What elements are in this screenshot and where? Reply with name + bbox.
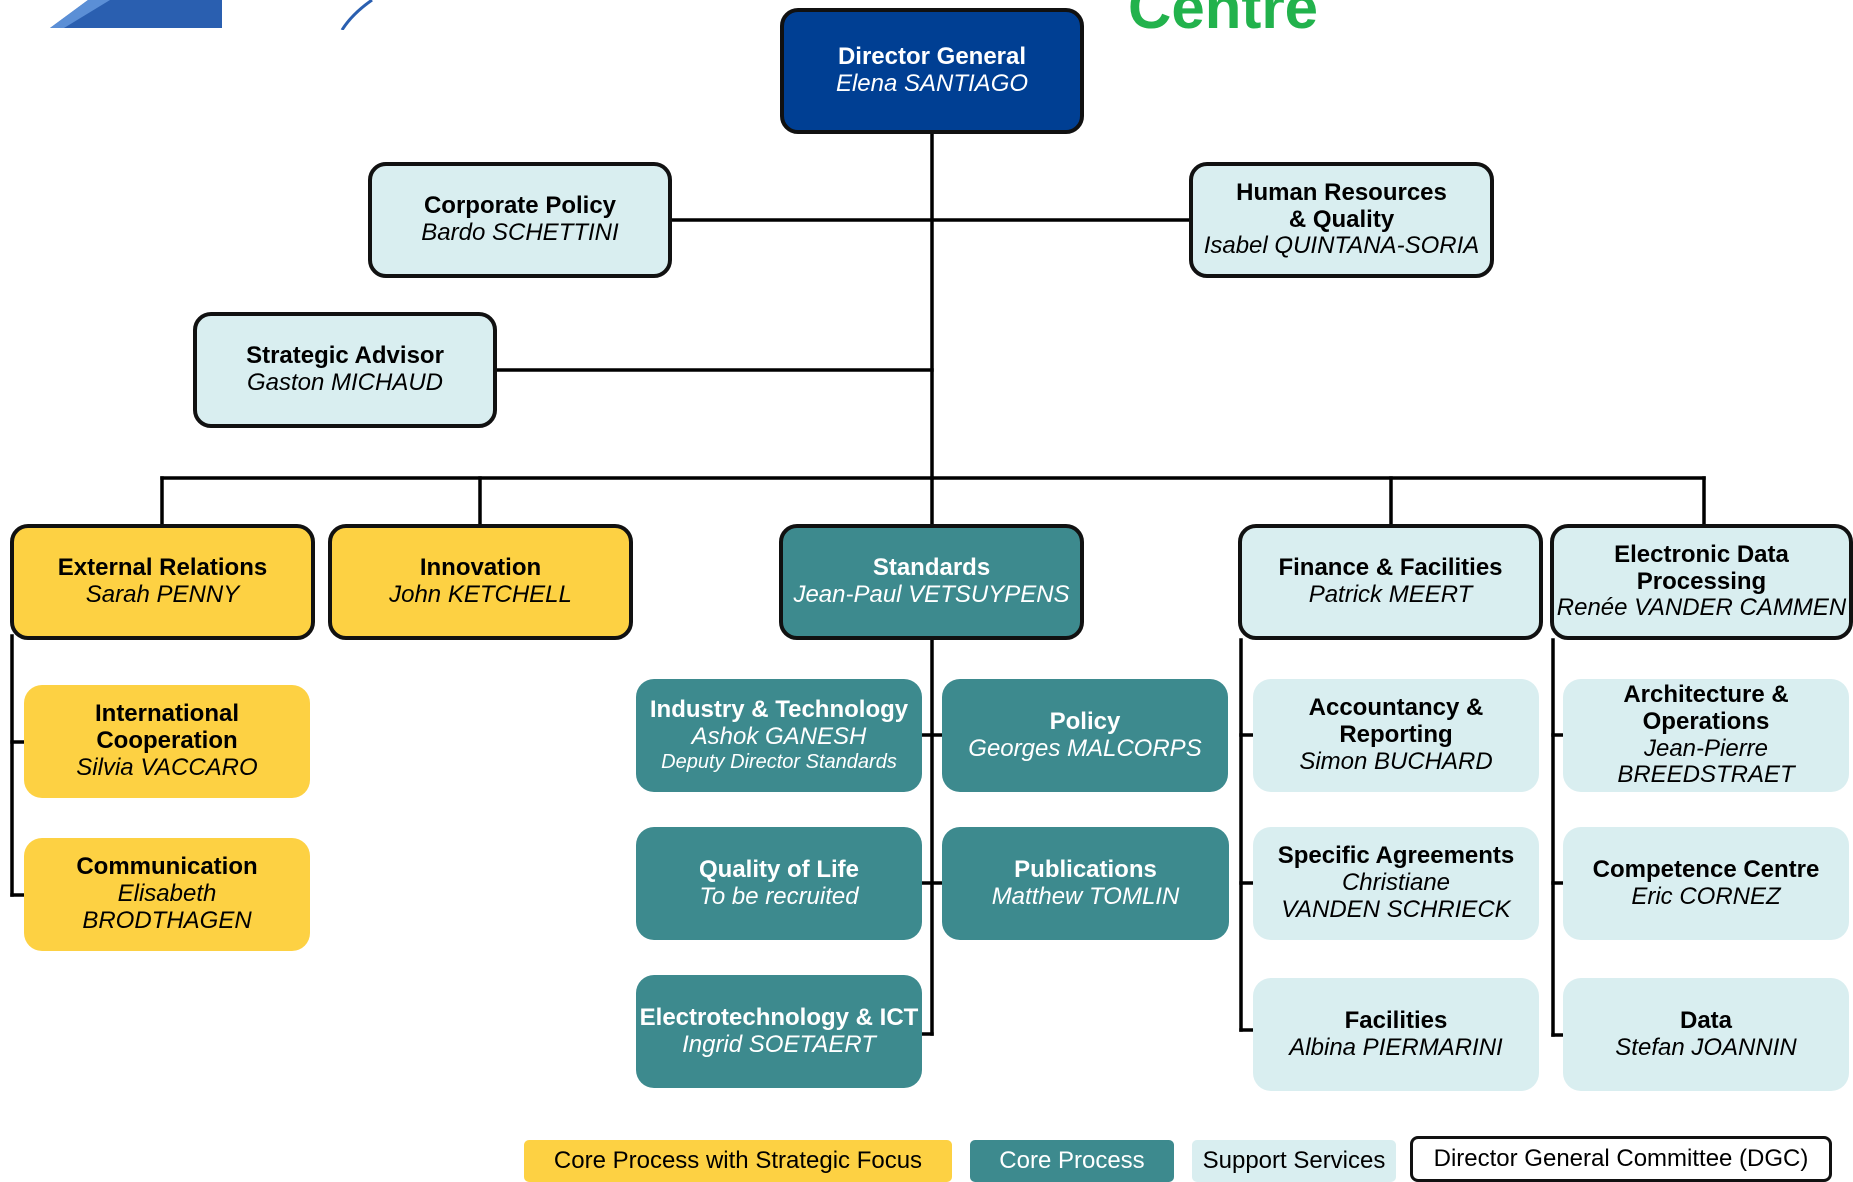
finance-facilities-box: Finance & Facilities Patrick MEERT xyxy=(1238,524,1543,640)
node-name: Gaston MICHAUD xyxy=(246,369,444,396)
publications-box: Publications Matthew TOMLIN xyxy=(942,827,1229,940)
node-name: Ashok GANESH xyxy=(691,723,867,751)
legend-dgc: Director General Committee (DGC) xyxy=(1410,1136,1832,1182)
node-title: Electrotechnology & ICT xyxy=(639,1003,919,1031)
node-name: Renée VANDER CAMMEN xyxy=(1556,594,1847,622)
node-title: Publications xyxy=(1014,855,1157,883)
node-title: Human Resources & Quality xyxy=(1236,178,1447,233)
node-title: Standards xyxy=(872,554,991,582)
node-name: Stefan JOANNIN xyxy=(1615,1033,1797,1061)
node-title: Electronic Data Processing xyxy=(1614,540,1789,595)
node-title: Accountancy & Reporting xyxy=(1308,694,1484,749)
communication-box: Communication Elisabeth BRODTHAGEN xyxy=(24,838,310,951)
node-name: Simon BUCHARD xyxy=(1299,747,1493,775)
strategic-advisor-box: Strategic Advisor Gaston MICHAUD xyxy=(193,312,497,428)
node-title: Quality of Life xyxy=(698,855,859,883)
node-name: Eric CORNEZ xyxy=(1631,882,1781,910)
accountancy-reporting-box: Accountancy & Reporting Simon BUCHARD xyxy=(1253,679,1539,792)
node-title: Director General xyxy=(837,43,1027,71)
director-general-box: Director General Elena SANTIAGO xyxy=(780,8,1084,134)
architecture-operations-box: Architecture & Operations Jean-Pierre BR… xyxy=(1563,679,1849,792)
legend-support-services: Support Services xyxy=(1192,1140,1396,1182)
node-title: Data xyxy=(1679,1006,1733,1034)
node-title: Architecture & Operations xyxy=(1623,680,1789,735)
node-name: Bardo SCHETTINI xyxy=(421,219,619,246)
innovation-box: Innovation John KETCHELL xyxy=(328,524,633,640)
node-name: Georges MALCORPS xyxy=(968,734,1202,762)
node-name: Christiane VANDEN SCHRIECK xyxy=(1281,869,1511,923)
node-title: Finance & Facilities xyxy=(1278,554,1503,582)
node-name: Matthew TOMLIN xyxy=(991,882,1180,910)
node-name: Ingrid SOETAERT xyxy=(682,1030,876,1058)
node-subtitle: Deputy Director Standards xyxy=(661,751,897,774)
node-title: Innovation xyxy=(419,554,542,582)
competence-centre-box: Competence Centre Eric CORNEZ xyxy=(1563,827,1849,940)
industry-technology-box: Industry & Technology Ashok GANESH Deput… xyxy=(636,679,922,792)
node-title: Competence Centre xyxy=(1592,855,1820,883)
node-name: Jean-Pierre BREEDSTRAET xyxy=(1617,734,1795,789)
node-name: Albina PIERMARINI xyxy=(1289,1033,1503,1061)
node-title: Strategic Advisor xyxy=(246,342,444,370)
node-name: John KETCHELL xyxy=(389,581,572,608)
corporate-policy-box: Corporate Policy Bardo SCHETTINI xyxy=(368,162,672,278)
legend-core-process: Core Process xyxy=(970,1140,1174,1182)
facilities-box: Facilities Albina PIERMARINI xyxy=(1253,978,1539,1091)
node-name: Patrick MEERT xyxy=(1308,581,1473,608)
node-title: Policy xyxy=(1049,707,1121,735)
node-name: To be recruited xyxy=(699,882,859,910)
swoosh-icon xyxy=(340,0,373,30)
node-name: Sarah PENNY xyxy=(85,581,240,608)
standards-box: Standards Jean-Paul VETSUYPENS xyxy=(779,524,1084,640)
legend-core-process-strategic: Core Process with Strategic Focus xyxy=(524,1140,952,1182)
node-title: Facilities xyxy=(1344,1006,1448,1034)
specific-agreements-box: Specific Agreements Christiane VANDEN SC… xyxy=(1253,827,1539,940)
node-title: International Cooperation xyxy=(94,700,239,755)
node-title: External Relations xyxy=(57,554,268,582)
node-name: Jean-Paul VETSUYPENS xyxy=(793,581,1070,608)
external-relations-box: External Relations Sarah PENNY xyxy=(10,524,315,640)
quality-of-life-box: Quality of Life To be recruited xyxy=(636,827,922,940)
node-name: Elisabeth BRODTHAGEN xyxy=(82,880,252,934)
node-title: Communication xyxy=(76,853,258,881)
data-box: Data Stefan JOANNIN xyxy=(1563,978,1849,1091)
node-title: Corporate Policy xyxy=(423,192,617,220)
node-name: Silvia VACCARO xyxy=(76,753,258,781)
electronic-data-processing-box: Electronic Data Processing Renée VANDER … xyxy=(1550,524,1853,640)
electrotechnology-ict-box: Electrotechnology & ICT Ingrid SOETAERT xyxy=(636,975,922,1088)
node-name: Isabel QUINTANA-SORIA xyxy=(1203,232,1480,260)
international-cooperation-box: International Cooperation Silvia VACCARO xyxy=(24,685,310,798)
page-title-fragment: Centre xyxy=(1128,0,1319,41)
organization-logo-fragment xyxy=(50,0,222,28)
node-title: Industry & Technology xyxy=(649,696,909,724)
node-title: Specific Agreements xyxy=(1277,842,1515,870)
human-resources-quality-box: Human Resources & Quality Isabel QUINTAN… xyxy=(1189,162,1494,278)
policy-box: Policy Georges MALCORPS xyxy=(942,679,1228,792)
node-name: Elena SANTIAGO xyxy=(835,70,1029,97)
